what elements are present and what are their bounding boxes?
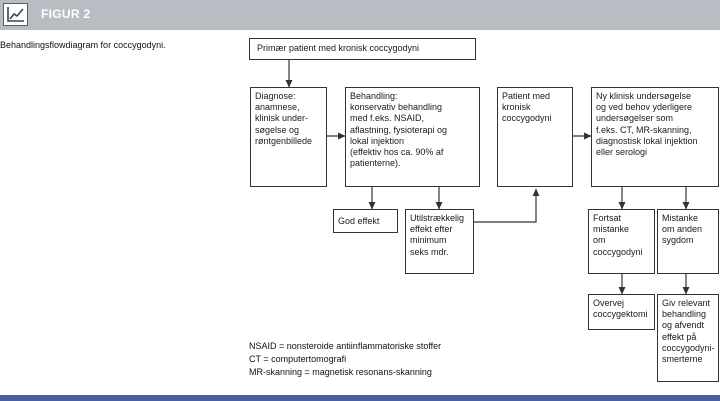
arrow-insufficient-to-chronic xyxy=(474,188,540,223)
legend-nsaid: NSAID = nonsteroide antiinflammatoriske … xyxy=(249,341,442,351)
bottom-bar xyxy=(0,395,720,401)
box-relevant-treatment: Giv relevant behandling og afvendt effek… xyxy=(657,294,719,382)
box-other-disease: Mistanke om anden sygdom xyxy=(657,209,719,274)
box-diagnosis: Diagnose: anamnese, klinisk under- søgel… xyxy=(250,87,327,187)
box-coccygectomy: Overvej coccygektomi xyxy=(588,294,655,330)
box-primary-patient: Primær patient med kronisk coccygodyni xyxy=(249,38,476,60)
legend-ct: CT = computertomografi xyxy=(249,354,347,364)
box-chronic-patient: Patient med kronisk coccygodyni xyxy=(497,87,573,187)
figure-title: FIGUR 2 xyxy=(41,7,91,21)
abbreviation-legend: NSAID = nonsteroide antiinflammatoriske … xyxy=(249,340,441,379)
box-new-examination: Ny klinisk undersøgelse og ved behov yde… xyxy=(591,87,719,187)
chart-icon xyxy=(3,3,28,26)
box-treatment: Behandling: konservativ behandling med f… xyxy=(345,87,480,187)
box-good-effect: God effekt xyxy=(333,209,398,233)
legend-mr: MR-skanning = magnetisk resonans-skannin… xyxy=(249,367,432,377)
box-continued-suspicion: Fortsat mistanke om coccygodyni xyxy=(588,209,655,274)
figure-header: FIGUR 2 xyxy=(0,0,720,30)
box-insufficient-effect: Utilstrækkelig effekt efter minimum seks… xyxy=(405,209,474,274)
figure-caption: Behandlingsflowdiagram for coccygodyni. xyxy=(0,40,166,50)
